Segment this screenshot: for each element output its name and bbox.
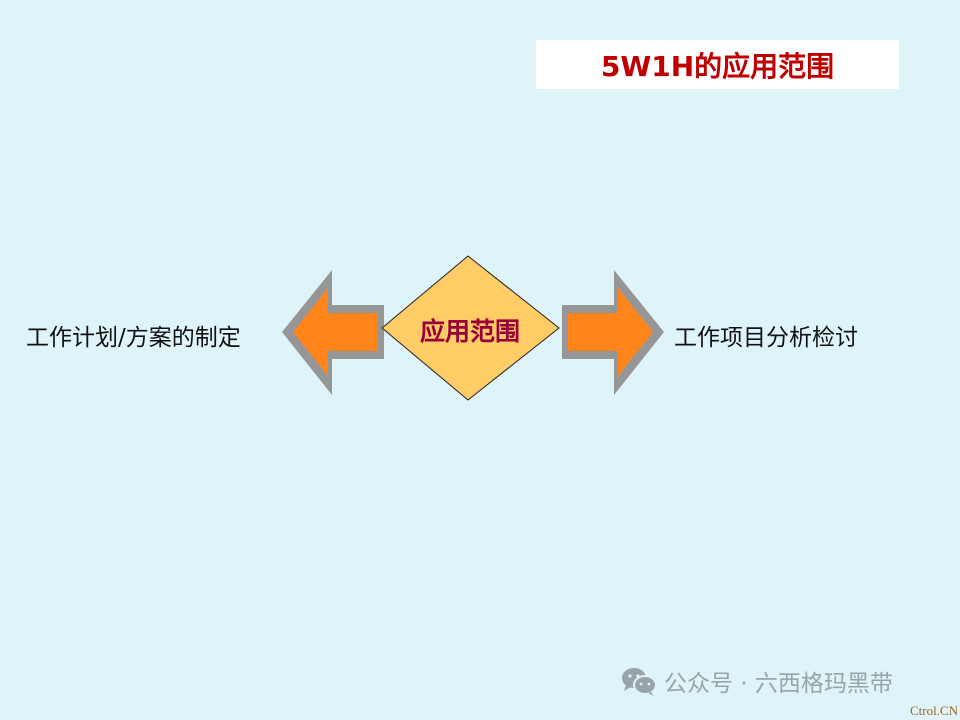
watermark-text: 公众号 · 六西格玛黑带 [664, 671, 893, 697]
left-arrow [282, 270, 384, 395]
watermark: 公众号 · 六西格玛黑带 [620, 664, 893, 698]
title-box: 5W1H的应用范围 [536, 40, 899, 89]
right-label: 工作项目分析检讨 [674, 325, 858, 351]
wechat-icon [622, 668, 657, 696]
center-diamond [381, 255, 560, 401]
right-arrow [562, 270, 664, 395]
center-label: 应用范围 [419, 317, 520, 346]
left-label: 工作计划/方案的制定 [26, 325, 241, 351]
corner-mark: Ctrol.CN [909, 703, 958, 718]
page-title: 5W1H的应用范围 [600, 49, 835, 83]
